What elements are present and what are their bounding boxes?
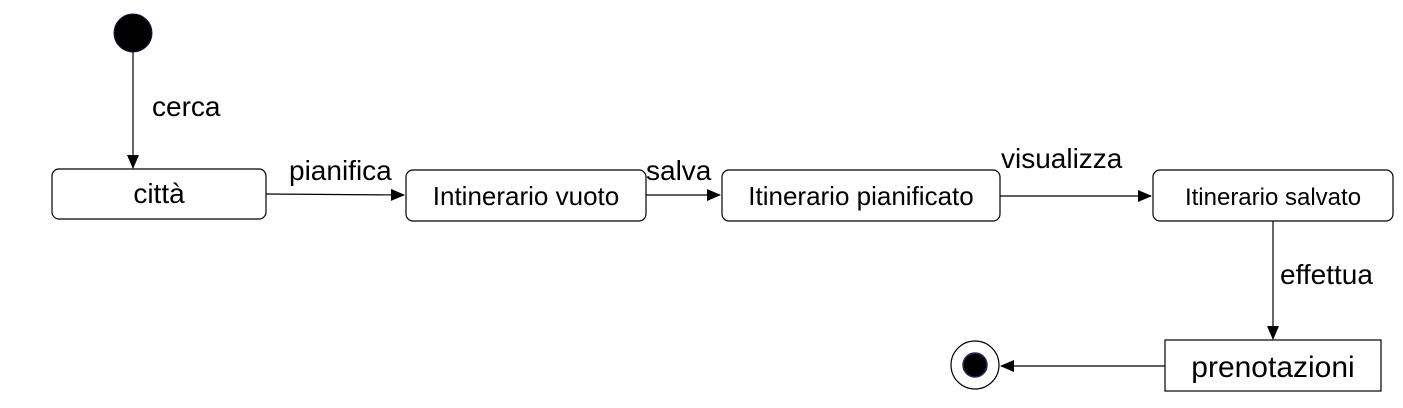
state-label-citta: città	[133, 178, 185, 209]
state-label-itinerario-pianificato: Itinerario pianificato	[748, 181, 973, 211]
transition-label-visualizza: visualizza	[1001, 143, 1123, 174]
transition-label-cerca: cerca	[152, 91, 221, 122]
state-label-itinerario-salvato: Itinerario salvato	[1185, 184, 1361, 211]
transition-label-salva: salva	[646, 155, 712, 186]
initial-state-node	[113, 13, 153, 53]
transition-arrow-pianifica	[265, 188, 405, 201]
state-box-prenotazioni	[1164, 339, 1382, 392]
transition-label-effettua: effettua	[1280, 259, 1373, 290]
transition-label-pianifica: pianifica	[289, 155, 392, 186]
state-label-intinerario-vuoto: Intinerario vuoto	[433, 181, 619, 211]
final-state-node	[950, 340, 1000, 390]
state-label-prenotazioni: prenotazioni	[1191, 351, 1354, 384]
